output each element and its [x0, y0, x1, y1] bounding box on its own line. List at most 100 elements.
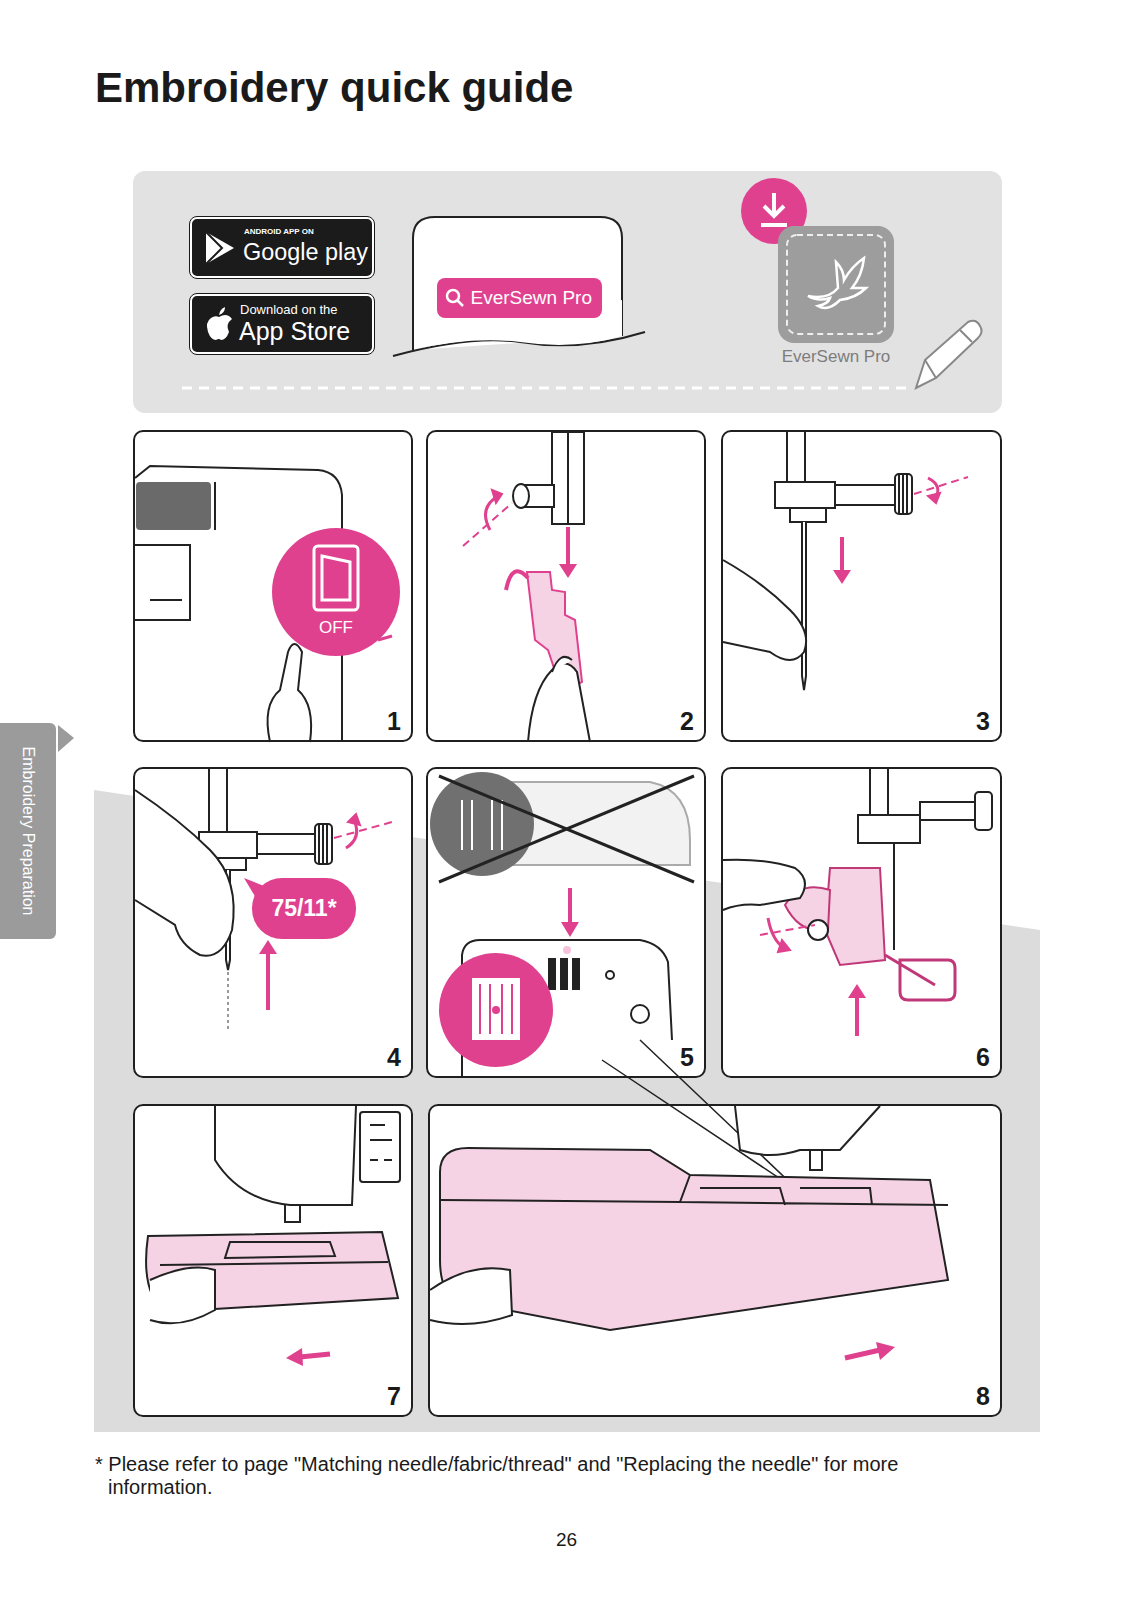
step2-art: [566, 527, 570, 566]
step8-art: [430, 1106, 948, 1360]
page-number: 26: [0, 1529, 1133, 1551]
step-panel: 7: [133, 1104, 413, 1417]
step7-art: [286, 1348, 303, 1366]
panel-ground: [133, 767, 413, 1078]
page-title: Embroidery quick guide: [95, 64, 573, 112]
step2-art: [559, 564, 577, 578]
step8-art: [876, 1342, 895, 1360]
step4-art: [209, 769, 227, 832]
section-tab: Embroidery Preparation: [0, 723, 56, 939]
step5-art: [439, 953, 553, 1067]
step2-art: [567, 432, 569, 524]
callout-number: 7: [387, 1382, 401, 1411]
step6-art: [855, 995, 859, 1036]
switch-callout: OFF: [272, 528, 400, 656]
store-badge: Download on theApp Store: [190, 294, 374, 354]
step3-art: [835, 485, 895, 505]
callout-number: 6: [976, 1043, 990, 1072]
step2-art: [552, 657, 572, 672]
step6-art: [975, 792, 992, 830]
step4-art: [348, 814, 360, 825]
callout-number: 3: [976, 707, 990, 736]
step2-art: [506, 571, 528, 590]
step6-art: [885, 955, 955, 1000]
step4-art: [315, 824, 332, 864]
step8-art: [440, 1148, 948, 1330]
step2-art: [492, 490, 502, 503]
step4-art: [135, 769, 392, 1030]
callout-number: 1: [387, 707, 401, 736]
step5-art: [631, 1005, 649, 1023]
step2-art: [552, 432, 584, 524]
step5-art: [439, 776, 694, 882]
step8-art: [810, 1150, 822, 1170]
badge-text: Google play: [243, 239, 368, 266]
store-badge: ANDROID APP ONGoogle play: [190, 217, 374, 278]
step3-art: [840, 537, 844, 572]
step5-art: [472, 978, 520, 1040]
step3-art: [914, 477, 968, 494]
step6-art: [808, 920, 828, 940]
step7-art: [300, 1354, 330, 1357]
tab-text: Embroidery Preparation: [19, 725, 37, 937]
step1-art: [268, 644, 312, 742]
step4-art: [257, 834, 315, 854]
footnote: * Please refer to page "Matching needle/…: [95, 1453, 1008, 1499]
search-button: EverSewn Pro: [437, 278, 602, 318]
step-panel: 2: [426, 430, 706, 742]
step5-art: [480, 984, 512, 1034]
panel-ground: [426, 767, 706, 1078]
step6-art: [848, 984, 866, 998]
app-icon: EverSewn Pro: [770, 226, 902, 378]
step1-art: [136, 482, 211, 530]
step5-art: [563, 946, 571, 954]
icon: [457, 300, 463, 306]
step6-art: [825, 868, 885, 965]
step8-art: [735, 1106, 880, 1155]
step7-art: [146, 1106, 400, 1366]
callout-number: 2: [680, 707, 694, 736]
step7-art: [160, 1242, 388, 1265]
app-panel: [182, 387, 912, 390]
step2-art: [528, 663, 590, 742]
switch-label: OFF: [272, 618, 400, 638]
icon: [787, 235, 885, 334]
step5-art: [462, 800, 502, 850]
icon: [206, 232, 222, 264]
step4-art: [259, 940, 277, 954]
icon: [242, 876, 266, 900]
icon: [778, 226, 894, 343]
step4-art: [334, 822, 392, 838]
icon: [207, 315, 232, 340]
icon: [206, 232, 234, 264]
step5-art: [492, 1006, 500, 1014]
step8-art: [440, 1175, 948, 1205]
step5-art: [439, 776, 694, 882]
app-panel: [133, 171, 1002, 413]
step7-art: [150, 1268, 215, 1324]
panel-ground: [58, 430, 1040, 1432]
step1-art: [135, 482, 215, 620]
step4-art: [227, 972, 229, 1030]
step8-art: [845, 1350, 880, 1358]
icon: [322, 556, 350, 600]
icon: [219, 307, 225, 315]
needle-size-bubble: 75/11*: [252, 878, 356, 939]
step8-art: [430, 1268, 512, 1324]
app-panel: [133, 171, 1002, 413]
app-name: EverSewn Pro: [770, 347, 902, 367]
step3-art: [928, 493, 940, 503]
icon: [444, 287, 466, 309]
step-panel: 8: [428, 1104, 1002, 1417]
step7-art: [360, 1112, 400, 1182]
callout-number: 5: [680, 1043, 694, 1072]
step6-art: [893, 843, 895, 950]
step3-art: [895, 474, 912, 514]
panel-ground: [428, 1104, 1002, 1417]
app-panel: [761, 193, 787, 225]
panel-ground: [721, 767, 1002, 1078]
step3-art: [723, 432, 968, 690]
step2-art: [463, 432, 590, 742]
step4-art: [135, 790, 234, 956]
